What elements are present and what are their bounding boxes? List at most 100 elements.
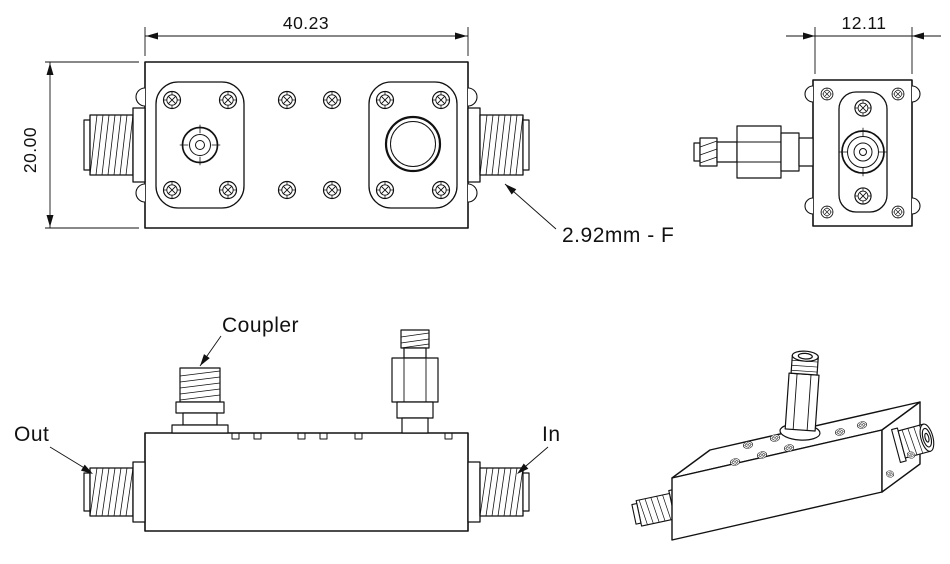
dim-height — [45, 61, 139, 229]
neck — [401, 417, 429, 434]
coupler-base — [182, 412, 218, 426]
screw-icon — [277, 90, 297, 110]
notch — [253, 432, 262, 440]
side-view-edge-tabs — [804, 85, 921, 215]
notch — [231, 432, 240, 440]
thread-hatch — [699, 140, 718, 164]
notch — [444, 432, 453, 440]
screw-icon — [854, 99, 872, 117]
screw-icon — [431, 180, 451, 200]
sma-base-outer — [384, 115, 442, 173]
bore-mid — [189, 134, 211, 156]
thread-hatch — [638, 494, 672, 526]
connector-cap — [522, 472, 530, 512]
shaft — [716, 141, 738, 163]
screw-icon — [431, 90, 451, 110]
arrowhead — [46, 63, 54, 75]
hex-facets — [792, 373, 812, 431]
screw-icon — [820, 205, 834, 219]
screw-icon — [375, 180, 395, 200]
bore-crosshair — [838, 127, 888, 177]
extension-lines — [814, 27, 913, 74]
screw-icon — [322, 180, 342, 200]
screw-icon — [322, 90, 342, 110]
connector-type-label: 2.92mm - F — [562, 224, 674, 247]
out-leader — [49, 446, 93, 474]
out-label: Out — [14, 423, 49, 446]
top-view-connector-right — [467, 107, 530, 183]
hex-nut — [736, 125, 782, 179]
dim-depth-label: 12.11 — [842, 13, 887, 33]
arrowhead — [46, 215, 54, 227]
isometric-view — [631, 350, 935, 541]
front-view-coupler-port — [171, 367, 229, 434]
dim-width-label: 40.23 — [283, 13, 329, 33]
connector-barrel — [635, 492, 676, 527]
screw-icon — [820, 87, 834, 101]
dim-width — [144, 27, 469, 56]
base — [798, 137, 814, 167]
screw-icon — [277, 180, 297, 200]
bore-inner — [195, 140, 205, 150]
side-view-flange — [838, 91, 888, 213]
connector-flange — [467, 461, 481, 523]
screw-icon — [375, 90, 395, 110]
thread-hatch — [89, 467, 134, 517]
iso-coupler-connector — [779, 350, 821, 441]
top-view-edge-tabs — [135, 87, 478, 203]
connector-cap — [83, 472, 91, 512]
extension-lines — [144, 27, 469, 56]
arrowhead — [517, 463, 529, 474]
arrowhead — [505, 184, 517, 195]
screw-icon — [162, 180, 182, 200]
arrowhead — [912, 32, 924, 40]
notch — [319, 432, 328, 440]
thread-hatch — [89, 114, 134, 176]
arrowhead — [146, 32, 158, 40]
dim-depth — [786, 27, 941, 74]
arrowhead — [200, 354, 210, 366]
front-view-out-connector — [83, 461, 146, 523]
connector-cap — [631, 502, 642, 525]
hex-facets — [403, 357, 427, 403]
pin-tip — [693, 142, 701, 162]
in-leader — [517, 446, 549, 474]
coupler-plate — [171, 424, 229, 434]
front-view — [83, 329, 530, 532]
screw-icon — [218, 180, 238, 200]
coupler-top-bore — [797, 352, 813, 360]
connector-cap — [83, 119, 91, 171]
top-view-connector-left — [83, 107, 146, 183]
top-edge-notches — [231, 432, 453, 440]
collar — [780, 132, 800, 172]
thread-hatch — [901, 424, 929, 457]
in-label: In — [542, 423, 561, 446]
dim-height-label: 20.00 — [20, 127, 40, 173]
connector-flange — [132, 461, 146, 523]
threaded-tip — [400, 329, 430, 349]
top-view-left-flange — [155, 81, 245, 209]
arrowhead — [80, 464, 93, 474]
screw-icon — [854, 187, 872, 205]
front-view-body — [144, 432, 469, 532]
arrowhead — [803, 32, 815, 40]
bore-pin — [859, 148, 867, 156]
connector-type-leader — [504, 183, 557, 230]
shaft — [403, 347, 427, 359]
screw-icon — [162, 90, 182, 110]
hex-nut — [391, 357, 439, 403]
connector-face-ring — [921, 427, 933, 448]
bore-ring — [847, 136, 879, 168]
side-view — [693, 79, 921, 227]
thread-hatch — [479, 467, 524, 517]
coupler-label: Coupler — [222, 314, 299, 337]
front-view-male-sma — [391, 329, 439, 434]
notch — [297, 432, 306, 440]
connector-face — [919, 423, 935, 452]
extension-lines — [45, 61, 139, 229]
collar — [396, 401, 434, 419]
thread-hatch — [400, 332, 430, 349]
connector-flange — [132, 107, 146, 183]
notch — [354, 432, 363, 440]
